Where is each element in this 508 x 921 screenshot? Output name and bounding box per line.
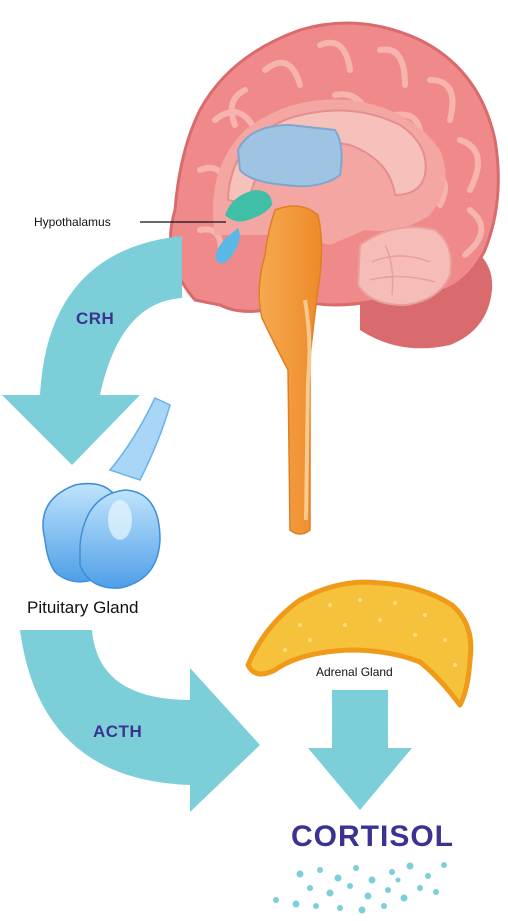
pituitary-drop xyxy=(215,228,240,264)
acth-arrow xyxy=(20,630,260,812)
adrenal-gland-label: Adrenal Gland xyxy=(316,665,393,679)
pituitary-stalk xyxy=(108,397,171,481)
hypothalamus-shape xyxy=(225,190,272,222)
acth-label: ACTH xyxy=(93,722,143,741)
cortisol-label: CORTISOL xyxy=(291,820,454,853)
brainstem xyxy=(258,205,323,535)
cerebellum-folds xyxy=(369,244,436,296)
ventricle xyxy=(236,123,343,188)
cortisol-arrow xyxy=(308,690,412,810)
adrenal-body xyxy=(245,579,474,708)
pituitary-gland-illustration xyxy=(42,397,171,589)
cortisol-molecules xyxy=(273,862,447,914)
brainstem-highlight xyxy=(303,299,312,521)
crh-label: CRH xyxy=(76,309,115,328)
pituitary-gland-label: Pituitary Gland xyxy=(27,598,139,617)
hypothalamus-label: Hypothalamus xyxy=(34,215,111,229)
adrenal-gland-illustration xyxy=(245,579,474,708)
crh-arrow xyxy=(2,236,182,465)
cerebellum xyxy=(356,226,452,307)
brain-illustration xyxy=(169,21,500,535)
pituitary-highlight xyxy=(108,500,132,540)
adrenal-speckles xyxy=(283,598,457,667)
